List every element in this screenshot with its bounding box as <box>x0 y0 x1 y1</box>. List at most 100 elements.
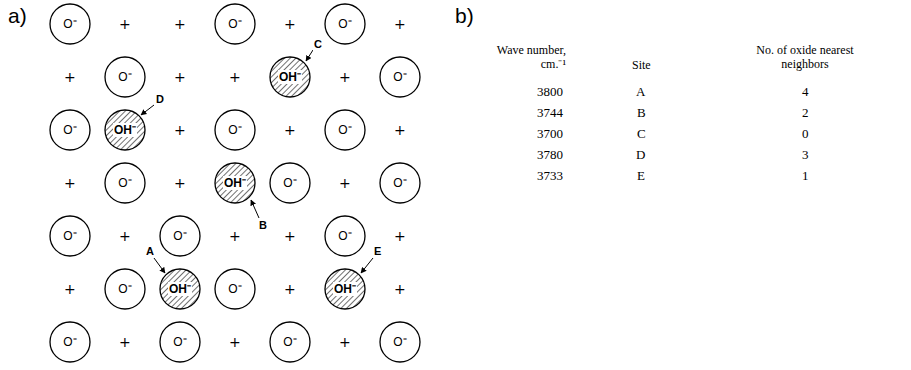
cation-plus: + <box>229 228 241 244</box>
oxide-ion: O⁼ <box>159 215 201 257</box>
ion-formula: O⁼ <box>228 283 241 295</box>
neighbor-count-cell: 0 <box>802 127 809 142</box>
ion-formula: OH⁻ <box>113 123 137 137</box>
oxide-ion: O⁼ <box>104 56 146 98</box>
panel-label: b) <box>455 4 474 28</box>
oxide-ion: O⁼ <box>379 56 421 98</box>
site-cell: E <box>637 169 645 184</box>
table-header: Site <box>632 59 651 73</box>
neighbor-count-cell: 1 <box>802 169 809 184</box>
oxide-ion: O⁼ <box>269 162 311 204</box>
site-cell: C <box>637 127 646 142</box>
ion-formula: O⁼ <box>393 177 406 189</box>
callout-letter: D <box>155 93 165 106</box>
leader-line <box>141 105 154 115</box>
hydroxide-ion: OH⁻ <box>104 109 146 151</box>
site-cell: D <box>636 148 645 163</box>
wave-number-cell: 3744 <box>537 106 563 121</box>
callout-letter: B <box>258 219 268 232</box>
ion-formula: O⁼ <box>338 124 351 136</box>
oxide-ion: O⁼ <box>49 3 91 45</box>
wave-number-cell: 3733 <box>537 169 563 184</box>
hydroxide-ion: OH⁻ <box>324 268 366 310</box>
ion-formula: O⁼ <box>173 230 186 242</box>
ion-formula: O⁼ <box>393 71 406 83</box>
oxide-ion: O⁼ <box>159 321 201 363</box>
cation-plus: + <box>339 334 351 350</box>
ion-formula: O⁼ <box>63 336 76 348</box>
panel-label: a) <box>8 4 27 28</box>
wave-number-cell: 3700 <box>537 127 563 142</box>
oxide-ion: O⁼ <box>379 321 421 363</box>
leader-line <box>361 258 373 273</box>
ion-formula: O⁼ <box>118 283 131 295</box>
callout-letter: A <box>145 245 155 258</box>
ion-formula: OH⁻ <box>333 282 357 296</box>
ion-formula: O⁼ <box>63 124 76 136</box>
oxide-ion: O⁼ <box>49 109 91 151</box>
ion-formula: OH⁻ <box>278 70 302 84</box>
cation-plus: + <box>174 16 186 32</box>
leader-line <box>154 258 165 273</box>
oxide-ion: O⁼ <box>104 162 146 204</box>
wave-number-cell: 3800 <box>537 85 563 100</box>
ion-formula: O⁼ <box>228 18 241 30</box>
cation-plus: + <box>339 175 351 191</box>
cation-plus: + <box>284 16 296 32</box>
table-header: Wave number, cm.⁻¹ <box>486 44 566 72</box>
ion-formula: O⁼ <box>283 177 296 189</box>
neighbor-count-cell: 3 <box>802 148 809 163</box>
oxide-ion: O⁼ <box>214 3 256 45</box>
site-cell: A <box>636 85 645 100</box>
cation-plus: + <box>394 16 406 32</box>
oxide-ion: O⁼ <box>379 162 421 204</box>
callout-letter: C <box>313 38 323 51</box>
ion-formula: O⁼ <box>228 124 241 136</box>
callout-leaders <box>141 50 373 273</box>
ion-formula: O⁼ <box>338 230 351 242</box>
cation-plus: + <box>119 228 131 244</box>
hydroxide-ion: OH⁻ <box>214 162 256 204</box>
ion-formula: O⁼ <box>63 18 76 30</box>
ion-formula: OH⁻ <box>223 176 247 190</box>
oxide-ion: O⁼ <box>269 321 311 363</box>
cation-plus: + <box>229 69 241 85</box>
oxide-ion: O⁼ <box>214 268 256 310</box>
cation-plus: + <box>394 281 406 297</box>
cation-plus: + <box>174 175 186 191</box>
ion-formula: OH⁻ <box>168 282 192 296</box>
ion-formula: O⁼ <box>63 230 76 242</box>
cation-plus: + <box>64 281 76 297</box>
callout-letter: E <box>373 245 382 258</box>
wave-number-cell: 3780 <box>537 148 563 163</box>
cation-plus: + <box>284 281 296 297</box>
oxide-ion: O⁼ <box>214 109 256 151</box>
cation-plus: + <box>394 122 406 138</box>
leader-line <box>251 200 259 218</box>
ion-formula: O⁼ <box>173 336 186 348</box>
neighbor-count-cell: 4 <box>802 85 809 100</box>
ion-formula: O⁼ <box>283 336 296 348</box>
hydroxide-ion: OH⁻ <box>269 56 311 98</box>
hydroxide-ion: OH⁻ <box>159 268 201 310</box>
oxide-ion: O⁼ <box>49 215 91 257</box>
oxide-ion: O⁼ <box>324 3 366 45</box>
cation-plus: + <box>229 334 241 350</box>
oxide-ion: O⁼ <box>49 321 91 363</box>
cation-plus: + <box>174 122 186 138</box>
oxide-ion: O⁼ <box>104 268 146 310</box>
cation-plus: + <box>64 69 76 85</box>
leader-line <box>306 50 313 61</box>
cation-plus: + <box>64 175 76 191</box>
cation-plus: + <box>119 16 131 32</box>
site-cell: B <box>637 106 646 121</box>
ion-formula: O⁼ <box>118 177 131 189</box>
cation-plus: + <box>339 69 351 85</box>
ion-formula: O⁼ <box>338 18 351 30</box>
table-header: No. of oxide nearest neighbors <box>753 44 857 72</box>
ion-formula: O⁼ <box>393 336 406 348</box>
cation-plus: + <box>119 334 131 350</box>
ion-formula: O⁼ <box>118 71 131 83</box>
cation-plus: + <box>394 228 406 244</box>
